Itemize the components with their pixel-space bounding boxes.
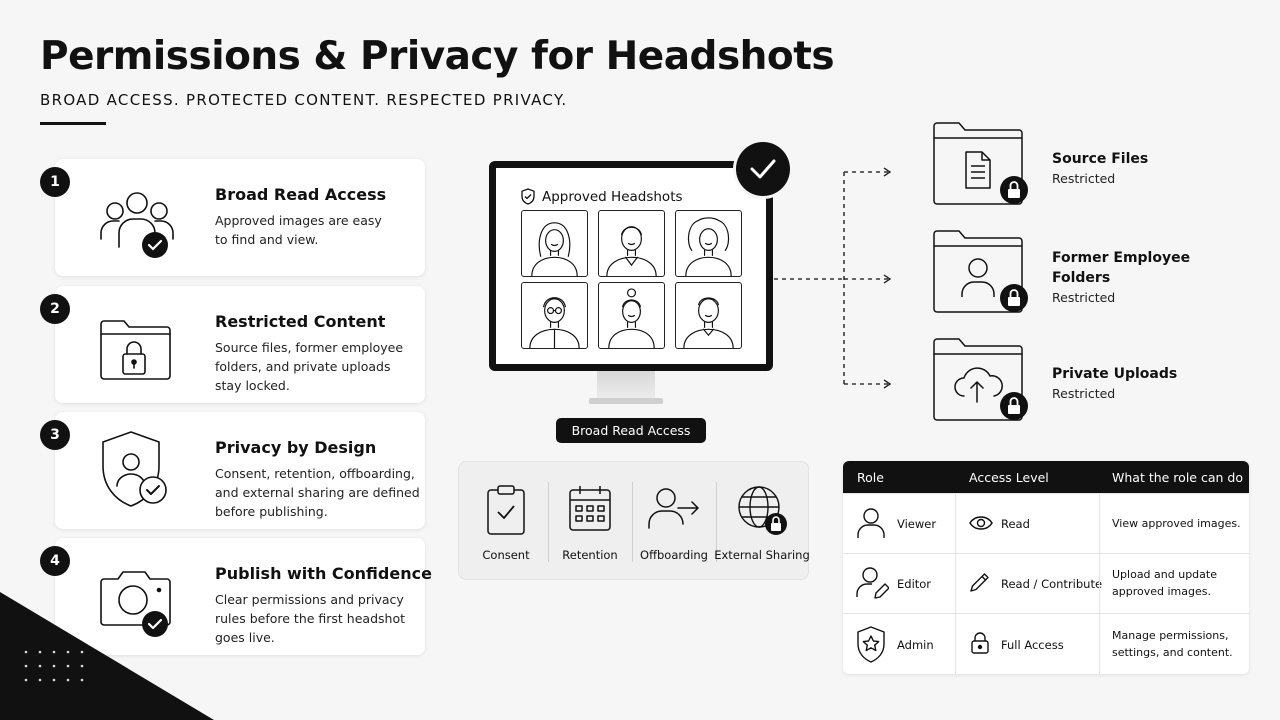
document-folder-lock-icon	[933, 122, 1028, 205]
step-number-badge: 2	[40, 294, 70, 324]
title-underline	[40, 122, 106, 125]
headshot-thumbnail[interactable]	[521, 210, 588, 277]
monitor-stand	[597, 371, 655, 399]
broad-read-access-label: Broad Read Access	[556, 418, 706, 443]
column-header-description: What the role can do	[1112, 470, 1243, 485]
user-folder-lock-icon	[933, 230, 1028, 313]
headshot-thumbnail[interactable]	[598, 282, 665, 349]
role-description: View approved images.	[1112, 517, 1241, 530]
step-number-badge: 1	[40, 167, 70, 197]
column-header-access-level: Access Level	[969, 470, 1049, 485]
divider	[632, 482, 633, 562]
headshot-thumbnail[interactable]	[675, 210, 742, 277]
access-level: Read	[1001, 517, 1030, 531]
globe-lock-icon	[738, 486, 787, 535]
step-description: Consent, retention, offboarding,and exte…	[215, 466, 420, 519]
step-number-badge: 4	[40, 546, 70, 576]
page-subtitle: BROAD ACCESS. PROTECTED CONTENT. RESPECT…	[40, 91, 568, 109]
folder-status: Restricted	[1052, 290, 1116, 305]
step-card-broad-read-access: Broad Read Access Approved images are ea…	[55, 159, 425, 276]
step-title: Publish with Confidence	[215, 564, 432, 583]
step-card-privacy-by-design: Privacy by Design Consent, retention, of…	[55, 412, 425, 529]
calendar-icon	[569, 486, 611, 531]
headshot-thumbnail[interactable]	[598, 210, 665, 277]
policy-consent[interactable]: Consent	[464, 484, 548, 564]
folder-status: Restricted	[1052, 171, 1116, 186]
camera-check-icon	[100, 571, 171, 637]
privacy-shield-icon	[102, 431, 167, 507]
user-pencil-icon	[856, 567, 889, 599]
access-level: Full Access	[1001, 638, 1064, 652]
check-icon	[736, 142, 790, 196]
shield-check-icon	[521, 188, 535, 205]
locked-folder-icon	[100, 320, 171, 380]
roles-table: Role Access Level What the role can do V…	[843, 461, 1249, 674]
step-card-restricted-content: Restricted Content Source files, former …	[55, 286, 425, 403]
user-icon	[857, 508, 885, 538]
connector-arrows	[774, 167, 892, 389]
user-exit-icon	[648, 488, 699, 529]
folder-status: Restricted	[1052, 386, 1116, 401]
table-row[interactable]: Editor Read / Contribute Upload and upda…	[843, 553, 1249, 613]
headshot-thumbnail[interactable]	[675, 282, 742, 349]
role-name: Admin	[897, 638, 934, 652]
table-header: Role Access Level What the role can do	[843, 461, 1249, 493]
role-name: Viewer	[897, 517, 937, 531]
pencil-icon	[970, 573, 989, 592]
star-shield-icon	[857, 626, 885, 663]
column-divider	[955, 493, 956, 674]
clipboard-check-icon	[487, 485, 525, 535]
eye-icon	[969, 516, 993, 530]
lock-icon	[971, 632, 989, 654]
page-title: Permissions & Privacy for Headshots	[40, 34, 835, 79]
approved-headshots-monitor: Approved Headshots	[487, 140, 793, 405]
step-card-publish-with-confidence: Publish with Confidence Clear permission…	[55, 538, 432, 655]
monitor-base	[589, 398, 663, 404]
policy-retention[interactable]: Retention	[548, 484, 632, 564]
upload-folder-lock-icon	[933, 338, 1028, 421]
policy-offboarding[interactable]: Offboarding	[632, 484, 716, 564]
role-name: Editor	[897, 577, 932, 591]
divider	[716, 482, 717, 562]
access-level: Read / Contribute	[1001, 577, 1103, 591]
headshot-thumbnail[interactable]	[521, 282, 588, 349]
table-row[interactable]: Admin Full Access Manage permissions,set…	[843, 613, 1249, 673]
corner-decoration	[0, 592, 214, 720]
column-header-role: Role	[857, 470, 884, 485]
monitor-heading: Approved Headshots	[520, 188, 683, 205]
monitor-screen: Approved Headshots	[489, 161, 773, 371]
headshot-grid	[521, 210, 742, 349]
column-divider	[1099, 493, 1100, 674]
step-number-badge: 3	[40, 420, 70, 450]
role-description: Manage permissions,settings, and content…	[1112, 629, 1233, 659]
folder-title-private-uploads: Private Uploads	[1052, 366, 1178, 382]
divider	[548, 482, 549, 562]
step-title: Restricted Content	[215, 312, 386, 331]
table-row[interactable]: Viewer Read View approved images.	[843, 493, 1249, 553]
privacy-policy-panel: Consent Retention Offboarding Ext	[458, 461, 810, 580]
users-check-icon	[100, 192, 174, 258]
step-title: Broad Read Access	[215, 185, 387, 204]
step-title: Privacy by Design	[215, 438, 377, 457]
folder-title-source-files: Source Files	[1052, 151, 1149, 167]
policy-external-sharing[interactable]: External Sharing	[714, 484, 810, 564]
